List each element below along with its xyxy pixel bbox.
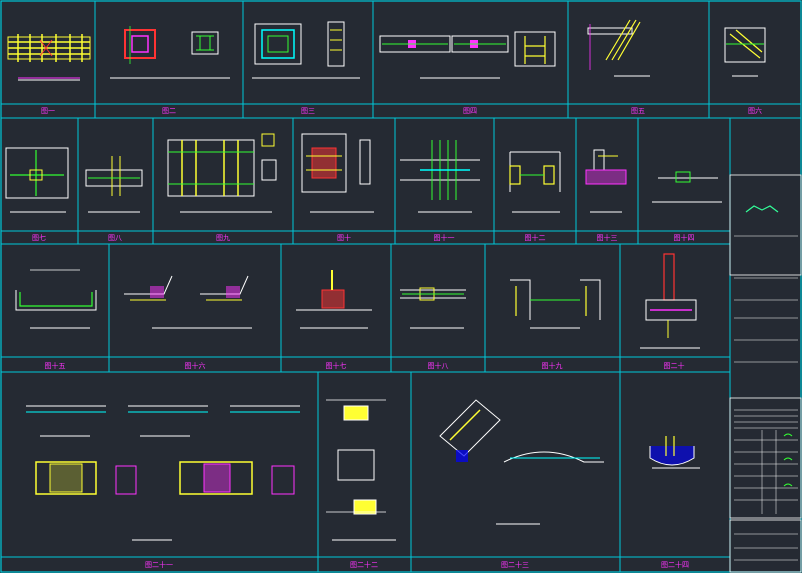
figure-8-drawing bbox=[85, 156, 143, 213]
figure-label: 图五 bbox=[631, 107, 645, 115]
figure-23-drawing bbox=[439, 399, 604, 525]
figure-24-drawing bbox=[649, 436, 700, 469]
figure-label: 图十二 bbox=[525, 233, 546, 242]
figure-label: 图十一 bbox=[434, 233, 455, 242]
figure-label: 图八 bbox=[108, 234, 122, 242]
figure-label: 图二十三 bbox=[501, 560, 529, 569]
figure-label: 图十九 bbox=[542, 361, 563, 370]
title-block bbox=[729, 174, 802, 573]
figure-10-drawing bbox=[301, 133, 374, 213]
figure-19-drawing bbox=[510, 279, 601, 329]
figure-2-drawing bbox=[110, 26, 230, 79]
figure-label: 图二十 bbox=[664, 361, 685, 370]
figure-1-drawing bbox=[7, 34, 91, 81]
figure-7-drawing bbox=[5, 147, 69, 213]
figure-label: 图十四 bbox=[674, 233, 695, 242]
figure-21-drawing bbox=[26, 405, 300, 541]
figure-17-drawing bbox=[296, 270, 372, 329]
figure-6-drawing bbox=[724, 27, 766, 77]
figure-20-drawing bbox=[640, 253, 700, 349]
figure-label: 图十五 bbox=[45, 361, 66, 370]
figure-label: 图十八 bbox=[428, 361, 449, 370]
figure-label: 图一 bbox=[41, 107, 55, 115]
figure-label: 图二十二 bbox=[350, 560, 378, 569]
figure-label: 图十三 bbox=[597, 233, 618, 242]
figure-12-drawing bbox=[509, 151, 561, 213]
figure-label: 图十七 bbox=[326, 361, 347, 370]
figure-label: 图九 bbox=[216, 233, 230, 242]
figure-9-drawing bbox=[167, 133, 277, 213]
figure-5-drawing bbox=[587, 19, 650, 77]
figure-label: 图十六 bbox=[185, 361, 206, 370]
figure-label: 图三 bbox=[301, 107, 315, 115]
figure-11-drawing bbox=[400, 140, 480, 213]
figure-labels: 图一 图二 图三 图四 图五 图六 图七 图八 图九 图十 图十一 图十二 图十… bbox=[32, 106, 762, 569]
figure-label: 图六 bbox=[748, 106, 762, 115]
figure-22-drawing bbox=[326, 399, 396, 541]
figure-label: 图二十四 bbox=[661, 560, 689, 569]
figure-label: 图二十一 bbox=[145, 560, 173, 569]
figure-18-drawing bbox=[400, 287, 466, 329]
figure-label: 图二 bbox=[162, 107, 176, 115]
figure-3-drawing bbox=[252, 21, 360, 79]
figure-label: 图四 bbox=[463, 107, 477, 115]
figure-label: 图七 bbox=[32, 233, 46, 242]
figure-label: 图十 bbox=[337, 233, 351, 242]
figure-4-drawing bbox=[379, 31, 556, 79]
figure-13-drawing bbox=[585, 149, 627, 213]
figure-15-drawing bbox=[15, 269, 97, 329]
figure-14-drawing bbox=[652, 171, 722, 203]
figure-16-drawing bbox=[124, 275, 252, 329]
